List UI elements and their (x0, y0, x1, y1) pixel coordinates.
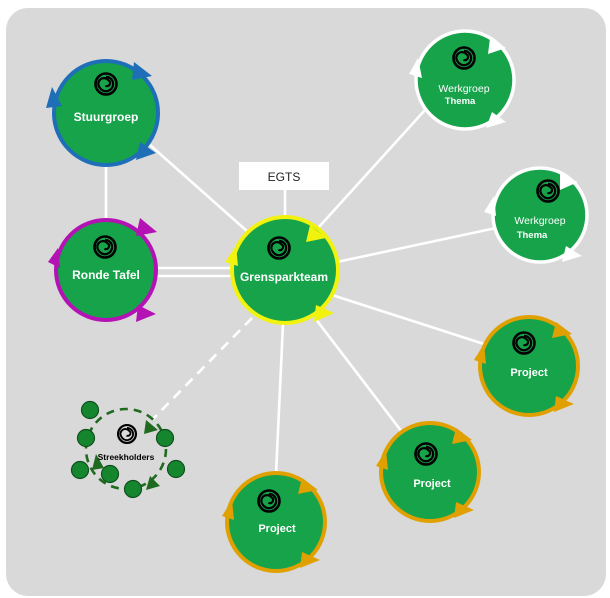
node-stuurgroep: Stuurgroep (46, 59, 160, 167)
connector-grenspark-project-2 (313, 317, 404, 433)
node-werkgroep-thema-2: Werkgroep Thema (484, 166, 589, 264)
ring-arrow (488, 38, 506, 54)
streekholders-label: Streekholders (98, 452, 155, 462)
ring-arrow (376, 450, 388, 470)
werkgroep-2-line1: Werkgroep (514, 215, 565, 227)
ring-arrow (146, 476, 160, 490)
ring-arrow (136, 142, 156, 160)
streekholder-dot (100, 464, 120, 484)
ronde-tafel-label: Ronde Tafel (72, 268, 140, 282)
streekholder-dot (70, 460, 90, 480)
node-grensparkteam: Grensparkteam (225, 215, 340, 325)
ring-arrow (452, 428, 472, 444)
streekholder-dot (166, 459, 186, 479)
streekholder-dot (123, 479, 143, 499)
ring-arrow (136, 218, 157, 236)
ring-arrow (225, 246, 238, 266)
connector-grenspark-project-3 (274, 323, 285, 475)
connector-grenspark-werkgroep-1 (317, 109, 426, 229)
ring-arrow (474, 344, 486, 364)
werkgroep-2-line2: Thema (517, 230, 548, 241)
ring-arrow (560, 174, 578, 190)
connector-stuurgroep-grenspark (149, 144, 249, 233)
ring-arrow (314, 305, 334, 322)
project-3-label: Project (258, 523, 296, 535)
ring-arrow (554, 396, 574, 412)
ring-arrow (144, 420, 158, 434)
ring-arrow (300, 552, 320, 568)
ring-arrow (48, 248, 60, 268)
connectors (104, 109, 497, 475)
connector-grenspark-project-1 (331, 293, 485, 346)
egts-box: EGTS (239, 162, 329, 190)
ring-arrow (136, 305, 156, 322)
ring-arrow (298, 478, 318, 494)
werkgroep-1-line2: Thema (445, 96, 476, 107)
ring-arrow (562, 246, 582, 262)
stuurgroep-label: Stuurgroep (74, 110, 139, 124)
node-project-3: Project (222, 471, 327, 573)
ring-arrow (454, 502, 474, 518)
streekholder-dot (80, 400, 100, 420)
egts-label: EGTS (268, 170, 301, 184)
project-2-label: Project (413, 478, 451, 490)
ring-arrow (222, 500, 234, 520)
connector-grenspark-streekholders (151, 317, 253, 421)
streekholder-dot (155, 428, 175, 448)
ring-arrow (92, 454, 104, 470)
ring-arrow (306, 225, 326, 242)
werkgroep-1-line1: Werkgroep (438, 83, 489, 95)
node-streekholders: Streekholders (70, 400, 186, 499)
node-project-1: Project (474, 315, 580, 417)
streekholder-dots (70, 400, 186, 499)
ring-arrow (552, 322, 572, 338)
connector-grenspark-werkgroep-2 (336, 226, 497, 264)
node-ronde-tafel: Ronde Tafel (48, 218, 158, 322)
grensparkteam-label: Grensparkteam (240, 270, 328, 284)
ring-arrow (46, 87, 62, 108)
node-project-2: Project (376, 421, 481, 523)
ring-arrow (132, 62, 152, 80)
ring-arrow (484, 196, 496, 216)
streekholder-dot (76, 428, 96, 448)
ring-arrow (486, 112, 506, 128)
project-1-label: Project (510, 367, 548, 379)
ring-arrow (409, 58, 422, 78)
node-werkgroep-thema-1: Werkgroep Thema (409, 29, 516, 131)
